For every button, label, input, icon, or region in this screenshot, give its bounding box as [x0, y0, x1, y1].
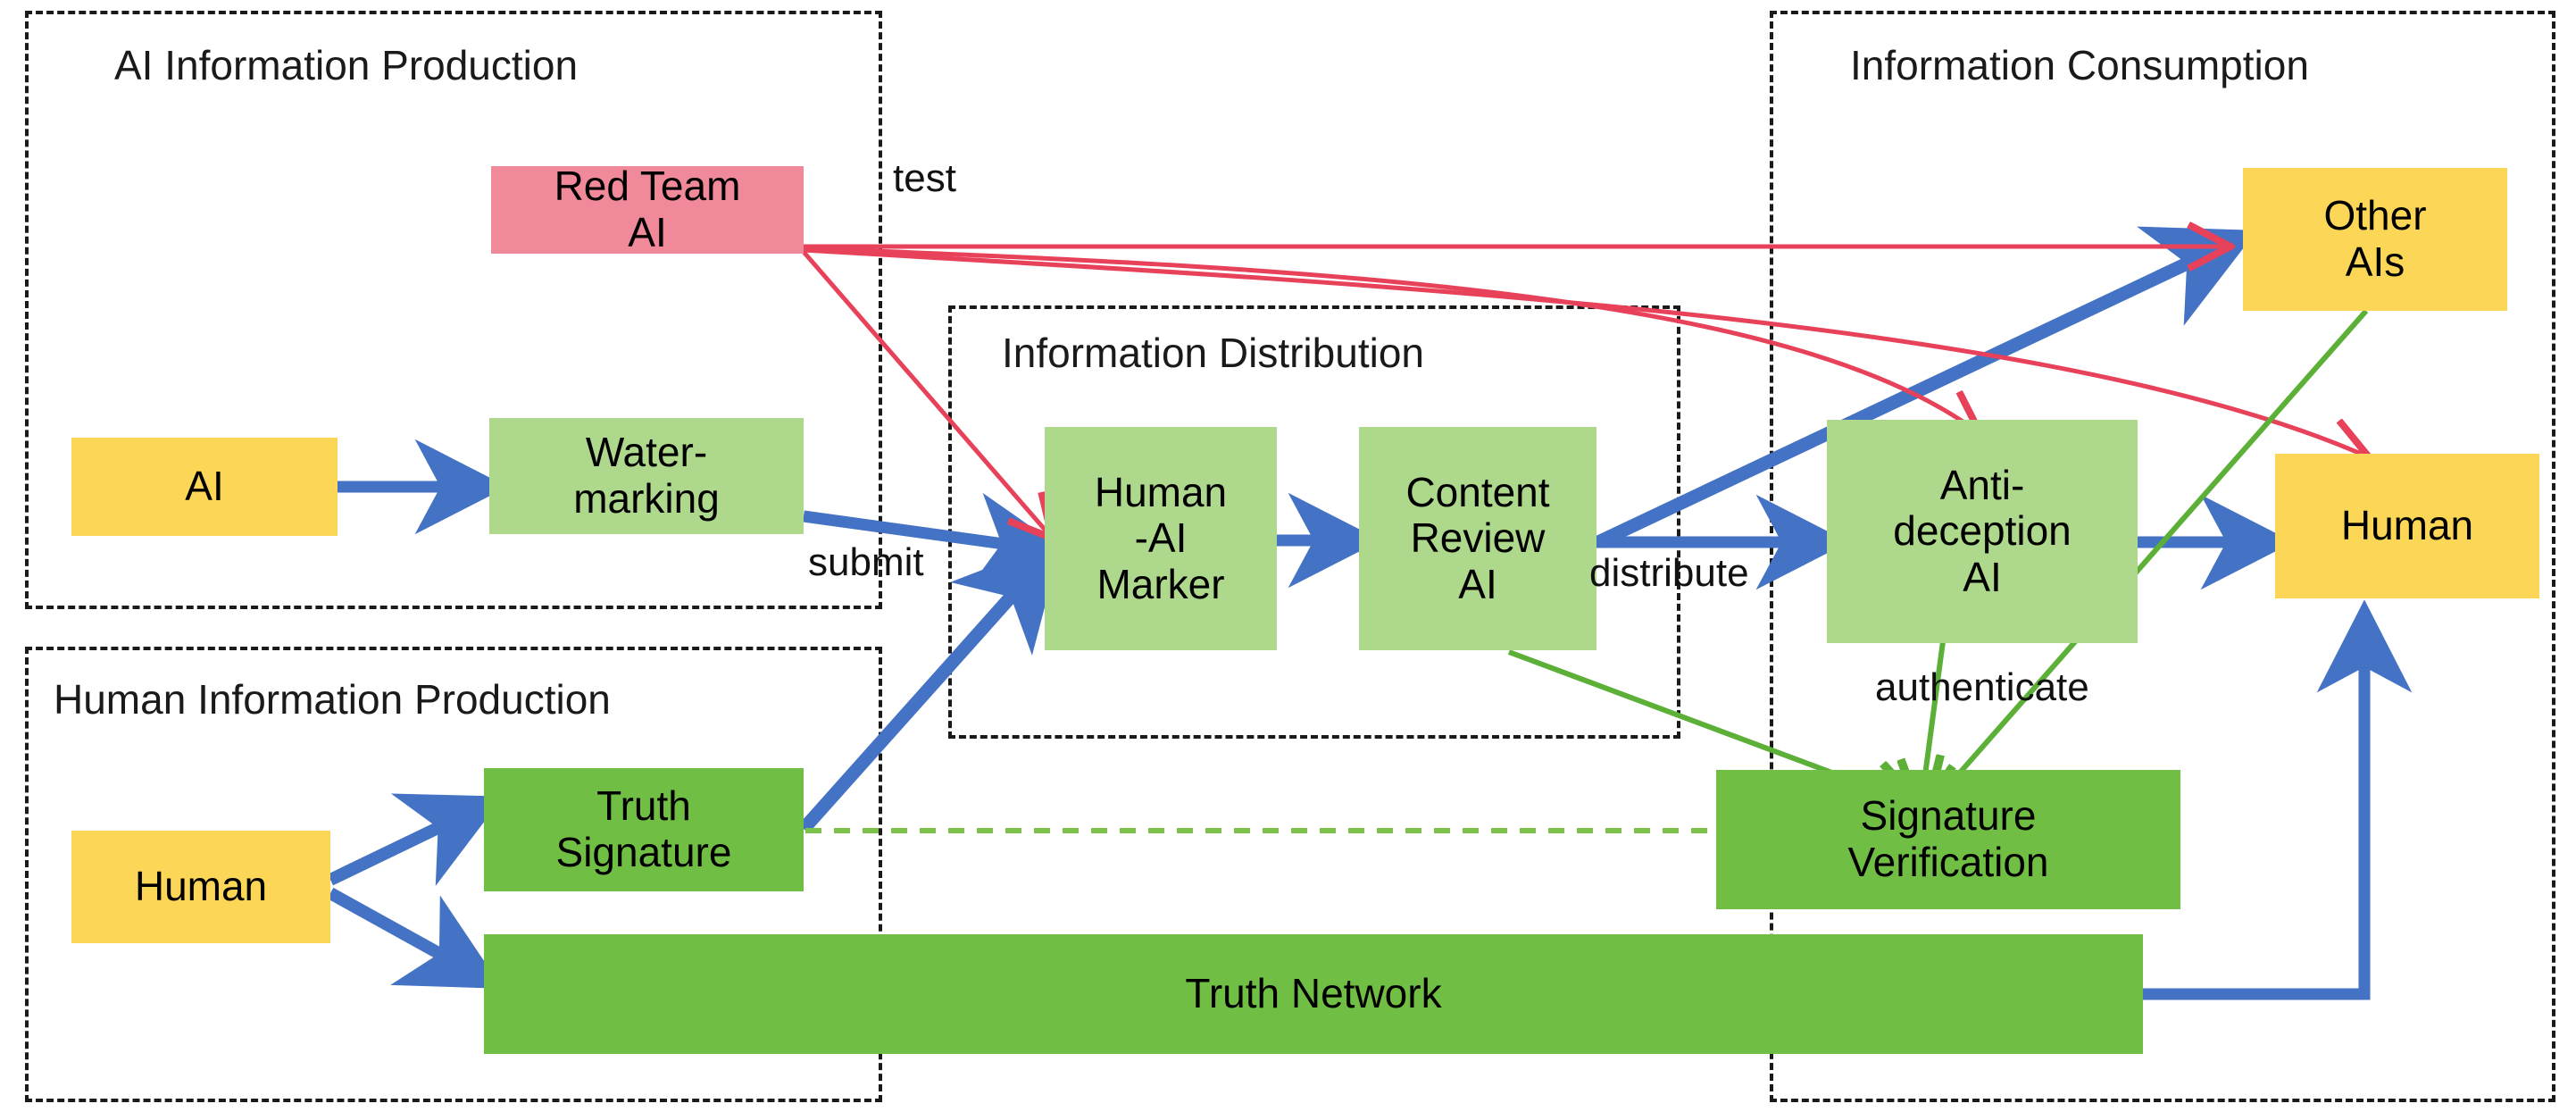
node-label-truth-network: Truth Network	[1185, 970, 1442, 1017]
group-title-information-consumption: Information Consumption	[1850, 42, 2309, 88]
group-human-information-production	[25, 647, 882, 1102]
node-label-human-right: Human	[2340, 502, 2474, 549]
node-label-watermarking: Water-marking	[573, 429, 720, 522]
edge-label-distribute: distribute	[1589, 551, 1749, 595]
node-label-human-left: Human	[134, 863, 268, 910]
edge-label-submit: submit	[808, 540, 924, 584]
node-human-right[interactable]: Human	[2275, 454, 2539, 598]
group-title-information-distribution: Information Distribution	[1002, 330, 1424, 376]
group-title-ai-information-production: AI Information Production	[114, 42, 579, 88]
group-title-human-information-production: Human Information Production	[54, 676, 611, 723]
node-truth-network[interactable]: Truth Network	[484, 934, 2143, 1054]
edge-label-authenticate: authenticate	[1875, 665, 2089, 709]
node-ai[interactable]: AI	[71, 438, 338, 536]
node-label-ai: AI	[185, 463, 224, 510]
node-watermarking[interactable]: Water-marking	[489, 418, 804, 534]
node-human-left[interactable]: Human	[71, 831, 330, 943]
edge-label-test: test	[893, 156, 956, 200]
